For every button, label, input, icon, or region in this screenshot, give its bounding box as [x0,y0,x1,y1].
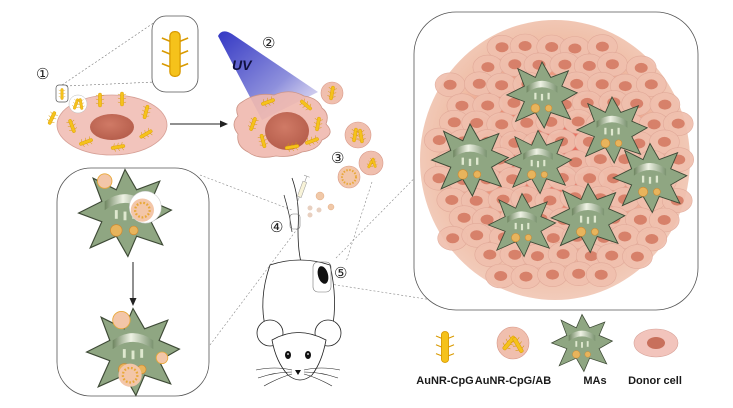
irradiated-nucleus [265,112,309,150]
tumor-cell [434,72,466,98]
tumor-cell [585,262,617,288]
tumor-cell [537,262,568,288]
highlight-box [55,84,69,103]
zoom-line [345,181,373,263]
zoom-line [65,81,156,87]
zoom-line [61,21,156,86]
apoptotic-body [358,150,384,176]
legend-label-donor-cell: Donor cell [628,375,682,387]
apoptotic-body-icon [496,326,530,360]
step-3-label: ③ [331,149,344,167]
zoom-line [329,283,433,301]
mouse-tail [291,177,302,263]
step-1-label: ① [36,65,49,83]
mouse-nose [295,370,301,375]
syringe-icon [297,174,310,203]
apoptotic-body [344,121,372,149]
mouse-group: ④ ⑤ [255,174,347,387]
mouse-head [271,332,327,381]
zoom-line [335,141,451,259]
legend-label-aunr-cpg-ab: AuNR-CpG/AB [475,375,551,387]
tumor-site [317,266,329,284]
step-4-label: ④ [270,218,283,236]
macrophage-top [77,168,173,258]
tumor-cell [510,264,542,290]
step-5-label: ⑤ [334,264,347,282]
step-1-group: ① [36,15,228,156]
donor-nucleus [90,114,134,140]
legend-label-aunr-cpg: AuNR-CpG [416,375,473,387]
zoom-line [209,227,299,346]
mouse-whiskers [255,367,341,387]
uv-label: UV [232,57,253,73]
mouse-eye [305,351,311,359]
macrophage-bottom [85,307,181,397]
apoptotic-body [337,165,361,189]
legend-label-mas: MAs [583,375,606,387]
apoptotic-body [320,81,344,105]
mouse-eye [285,351,291,359]
macrophage-inset [56,167,210,397]
macrophage-icon [551,314,613,372]
legend: AuNR-CpG AuNR-CpG/AB MAs Donor cell [416,314,682,387]
step-2-group: ② UV [218,31,384,176]
step-3-group: ③ [331,149,361,189]
step-2-label: ② [262,34,275,52]
tumor-inset [413,11,699,311]
zoom-line [199,174,293,211]
aunr-cpg-icon [435,331,455,363]
donor-cell-icon [633,328,679,358]
tumor-cell [621,244,653,270]
